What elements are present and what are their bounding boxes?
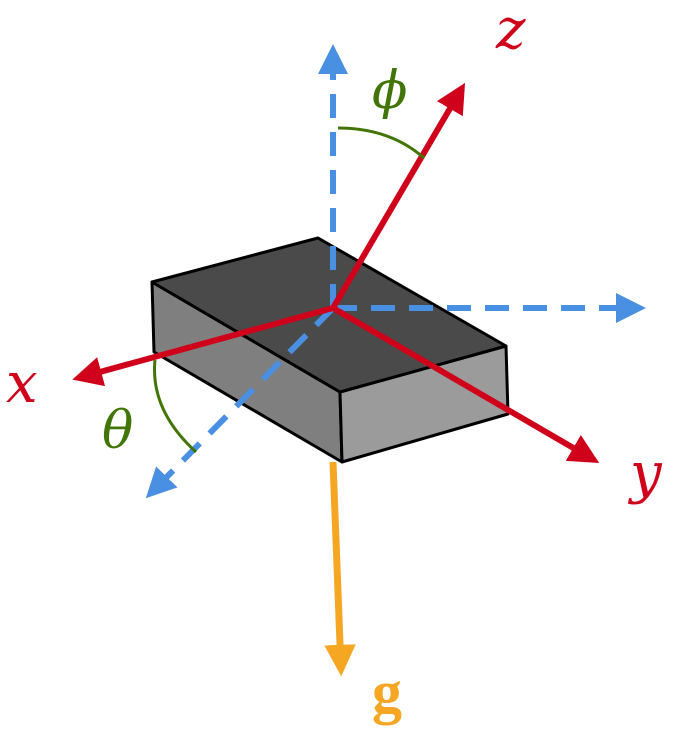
x-axis-arrow xyxy=(72,305,334,387)
y-axis-arrow xyxy=(331,305,600,464)
world-axes xyxy=(145,44,646,499)
sensor-box xyxy=(150,236,510,464)
gravity-arrow xyxy=(324,461,356,677)
y-axis-label: y xyxy=(627,441,663,506)
z-axis-label: z xyxy=(495,0,526,62)
theta-label: θ xyxy=(102,401,133,461)
phi-angle-arc xyxy=(337,126,425,160)
x-axis-label: x xyxy=(6,351,38,416)
z-axis-arrow xyxy=(330,82,466,310)
world-diagonal-axis xyxy=(145,305,336,499)
body-axes xyxy=(72,82,600,464)
phi-label: ϕ xyxy=(372,61,407,121)
gravity-label: g xyxy=(372,659,402,725)
theta-angle-arc xyxy=(153,359,198,454)
